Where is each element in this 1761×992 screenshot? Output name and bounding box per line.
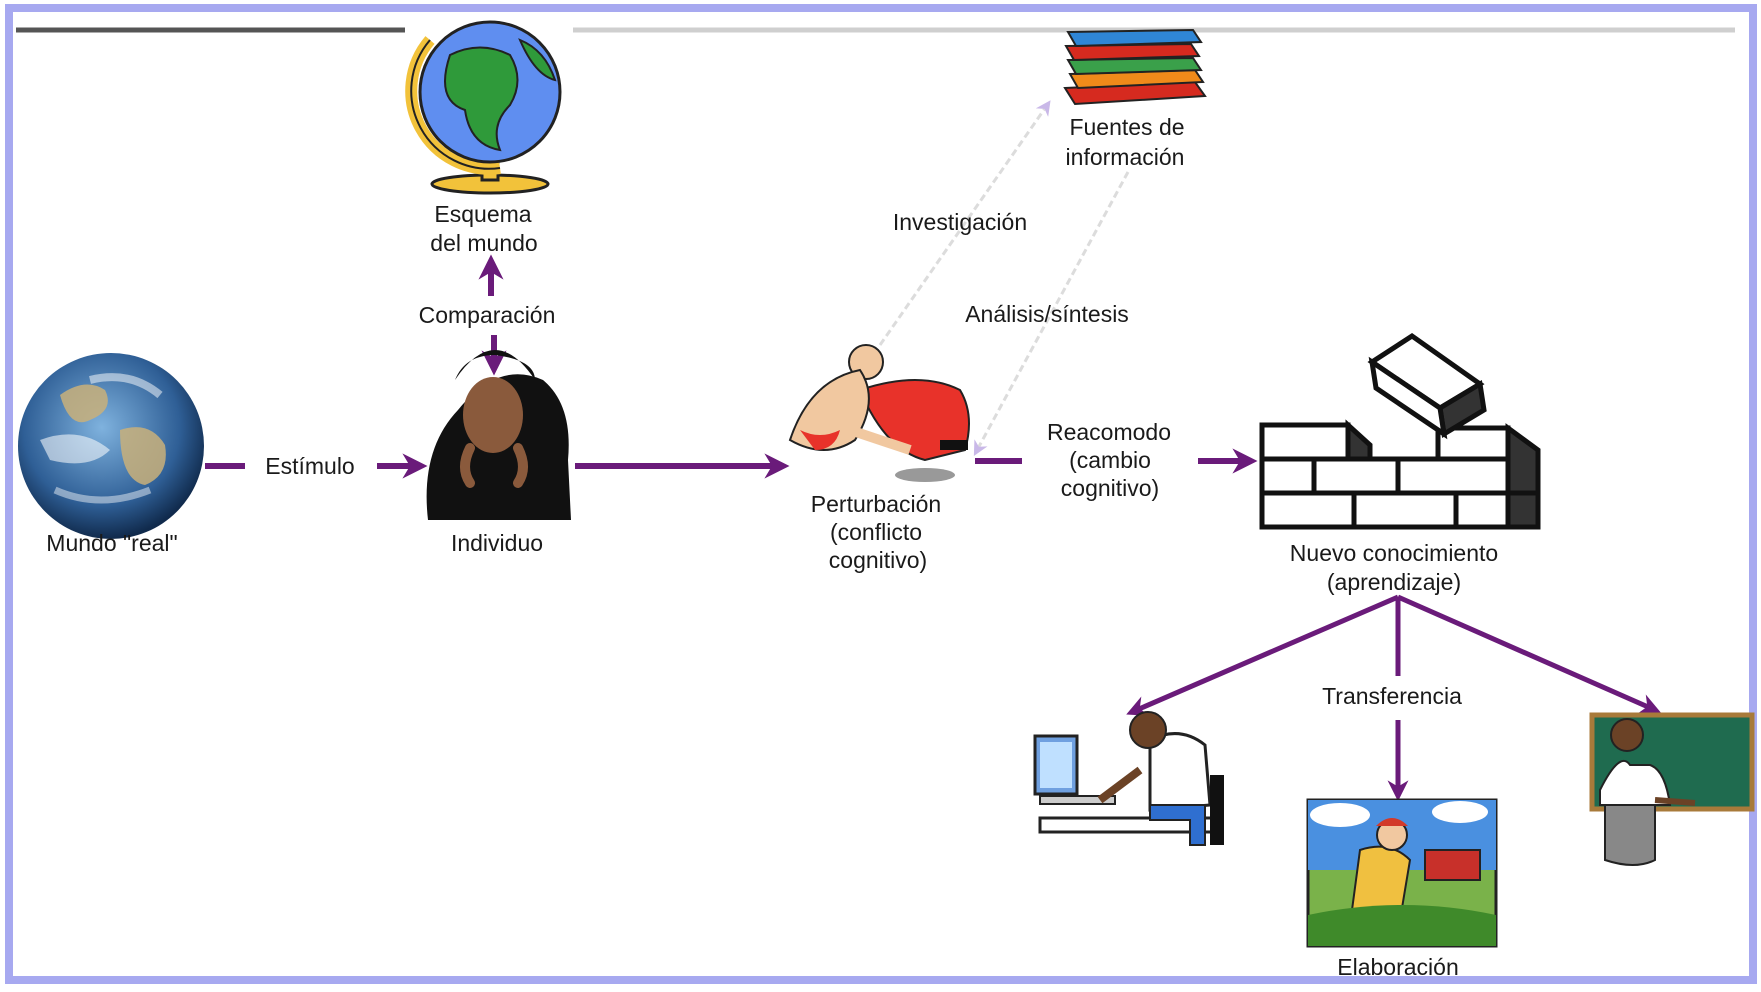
label-nuevo-conocimiento-1: Nuevo conocimiento (1290, 540, 1498, 566)
edge-analisis (973, 171, 1130, 456)
earth-icon (18, 353, 204, 539)
label-nuevo-conocimiento-2: (aprendizaje) (1327, 569, 1461, 595)
globe-icon (405, 20, 562, 195)
brick-wall-icon (1259, 332, 1541, 530)
label-fuentes-1: Fuentes de (1069, 114, 1184, 140)
label-reacomodo-2: (cambio (1069, 447, 1151, 473)
farmer-icon (1306, 798, 1498, 948)
frame-border (5, 4, 1757, 984)
label-fuentes-2: información (1066, 144, 1185, 170)
edge-investigacion (878, 100, 1051, 346)
label-reacomodo-1: Reacomodo (1047, 419, 1171, 445)
label-esquema-1: Esquema (434, 201, 531, 227)
teacher-icon (1589, 712, 1755, 866)
label-individuo: Individuo (451, 530, 543, 556)
wrestlers-icon (788, 344, 970, 482)
label-esquema-2: del mundo (430, 230, 537, 256)
edge-transferencia (1126, 594, 1661, 802)
label-perturbacion-2: (conflicto (830, 519, 922, 545)
thinking-woman-icon (426, 350, 571, 520)
label-perturbacion-1: Perturbación (811, 491, 941, 517)
label-analisis: Análisis/síntesis (965, 301, 1129, 327)
label-elaboracion: Elaboración (1337, 954, 1458, 980)
label-investigacion: Investigación (893, 209, 1027, 235)
label-transferencia: Transferencia (1322, 683, 1462, 709)
books-icon (1063, 28, 1207, 106)
label-mundo-real: Mundo "real" (46, 530, 177, 556)
label-reacomodo-3: cognitivo) (1061, 475, 1159, 501)
label-estimulo: Estímulo (265, 453, 354, 479)
computer-worker-icon (1033, 711, 1224, 846)
label-comparacion: Comparación (419, 302, 556, 328)
label-perturbacion-3: cognitivo) (829, 547, 927, 573)
